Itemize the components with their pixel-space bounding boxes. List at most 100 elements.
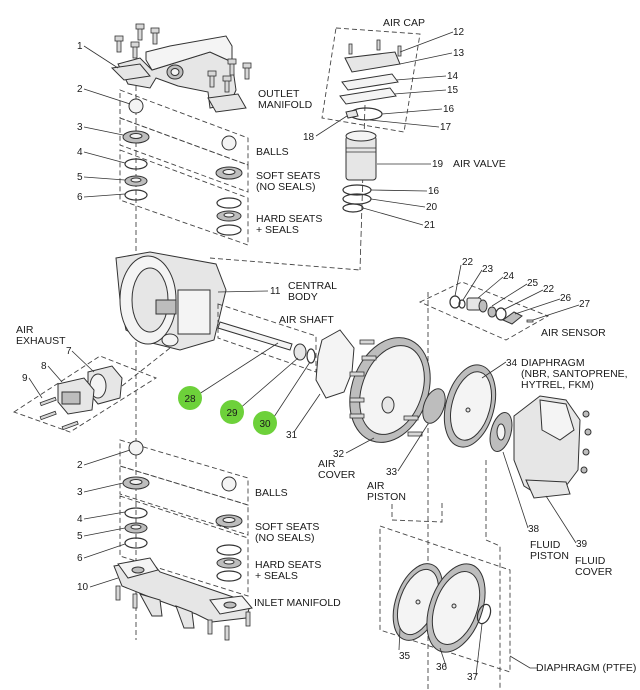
callout-29: 29	[226, 408, 238, 419]
central-body-label-1: CENTRAL	[288, 280, 337, 292]
callout-22-sensor-b: 22	[543, 284, 555, 295]
outlet-manifold-label-1: OUTLET	[258, 88, 300, 100]
callout-20: 20	[426, 202, 438, 213]
callout-12: 12	[453, 27, 465, 38]
highlight-marker-30[interactable]	[253, 411, 277, 435]
callout-24: 24	[503, 271, 515, 282]
air-cap-label: AIR CAP	[383, 17, 425, 29]
bolt-icon	[114, 23, 252, 93]
air-cap-part	[344, 51, 401, 73]
air-piston-label-2: PISTON	[367, 491, 406, 503]
fluid-cover-label-2: COVER	[575, 566, 613, 578]
diaphragm-label-3: HYTREL, FKM)	[521, 379, 594, 391]
callout-2-top: 2	[77, 84, 83, 95]
gasket-part	[339, 87, 397, 105]
highlighted-callout-28[interactable]: 28	[178, 342, 279, 410]
hard-seats-top-group-box	[119, 149, 249, 246]
hard-seats-bottom-label-1: HARD SEATS	[255, 559, 321, 571]
outlet-manifold-label-2: MANIFOLD	[258, 99, 313, 111]
gasket-31-part	[315, 329, 355, 399]
fluid-cover-label-1: FLUID	[575, 555, 606, 567]
diaphragm-ptfe-label: DIAPHRAGM (PTFE)	[536, 662, 636, 674]
callout-25: 25	[527, 278, 539, 289]
callout-21: 21	[424, 220, 436, 231]
highlighted-callout-29[interactable]: 29	[220, 357, 299, 424]
callout-9: 9	[22, 373, 28, 384]
callout-33: 33	[386, 467, 398, 478]
callout-3-bottom: 3	[77, 487, 83, 498]
outlet-manifold-part	[110, 23, 252, 113]
callout-28: 28	[184, 394, 196, 405]
hard-seats-top-label-1: HARD SEATS	[256, 213, 322, 225]
central-body-part	[115, 251, 227, 351]
callout-3-top: 3	[77, 122, 83, 133]
callout-30: 30	[259, 419, 271, 430]
callout-8: 8	[41, 361, 47, 372]
callout-38: 38	[528, 524, 540, 535]
highlighted-callout-30[interactable]: 30	[253, 361, 311, 435]
exhaust-cover-part	[57, 377, 95, 415]
callout-31: 31	[286, 430, 298, 441]
soft-seats-top-label-1: SOFT SEATS	[256, 170, 320, 182]
soft-seats-top-label-2: (NO SEALS)	[256, 181, 316, 193]
fluid-cover-part	[513, 395, 592, 499]
hard-seats-top-label-2: + SEALS	[256, 224, 299, 236]
callout-32: 32	[333, 449, 345, 460]
bushing-part	[293, 343, 307, 361]
air-shaft-part	[217, 321, 293, 351]
callout-4-bottom: 4	[77, 514, 83, 525]
callout-26: 26	[560, 293, 572, 304]
seal-ring-part	[124, 189, 148, 201]
soft-seats-bottom-label-2: (NO SEALS)	[255, 532, 315, 544]
air-shaft-label: AIR SHAFT	[279, 314, 334, 326]
callout-36: 36	[436, 662, 448, 673]
callout-1: 1	[77, 41, 83, 52]
highlight-marker-28[interactable]	[178, 386, 202, 410]
soft-seats-bottom-group-box	[119, 465, 249, 536]
air-valve-part	[345, 130, 377, 181]
ptfe-diaphragm-part	[426, 563, 486, 653]
callout-11: 11	[270, 286, 281, 297]
diaphragm-ptfe-group-box	[379, 525, 511, 673]
callout-5-bottom: 5	[77, 531, 83, 542]
callout-23: 23	[482, 264, 494, 275]
callout-14: 14	[447, 71, 459, 82]
air-cover-label-1: AIR	[318, 458, 336, 470]
central-body-label-2: BODY	[288, 291, 318, 303]
callout-4-top: 4	[77, 147, 83, 158]
callout-22-sensor-a: 22	[462, 257, 474, 268]
hard-seats-bottom-label-2: + SEALS	[255, 570, 298, 582]
callout-10: 10	[77, 582, 89, 593]
air-exhaust-label-2: EXHAUST	[16, 335, 66, 347]
callout-16-aircap: 16	[443, 104, 455, 115]
gasket-part	[341, 73, 399, 91]
sensor-cover-part	[502, 311, 523, 325]
air-cover-bolts	[349, 339, 423, 437]
seal-part	[306, 348, 316, 364]
diaphragm-label-2: (NBR, SANTOPRENE,	[521, 368, 628, 380]
callout-27: 27	[579, 299, 591, 310]
balls-bottom-label: BALLS	[255, 487, 288, 499]
muffler-part	[87, 365, 123, 405]
ball-part	[128, 98, 144, 114]
air-exhaust-label-1: AIR	[16, 324, 34, 336]
callout-16-airvalve: 16	[428, 186, 440, 197]
diaphragm-label-1: DIAPHRAGM	[521, 357, 585, 369]
diaphragm-part	[443, 364, 497, 448]
callout-37: 37	[467, 672, 479, 683]
air-exhaust-group-box	[12, 355, 157, 433]
fluid-piston-label-1: FLUID	[530, 539, 561, 551]
inlet-manifold-label: INLET MANIFOLD	[254, 597, 341, 609]
air-sensor-label: AIR SENSOR	[541, 327, 606, 339]
fluid-piston-label-2: PISTON	[530, 550, 569, 562]
air-piston-label-1: AIR	[367, 480, 385, 492]
callout-39: 39	[576, 539, 588, 550]
air-piston-part	[422, 388, 446, 424]
highlight-marker-29[interactable]	[220, 400, 244, 424]
callout-5-top: 5	[77, 172, 83, 183]
inlet-manifold-part	[113, 557, 253, 641]
callout-35: 35	[399, 651, 411, 662]
seal-ring-part	[124, 158, 148, 170]
callout-15: 15	[447, 85, 459, 96]
